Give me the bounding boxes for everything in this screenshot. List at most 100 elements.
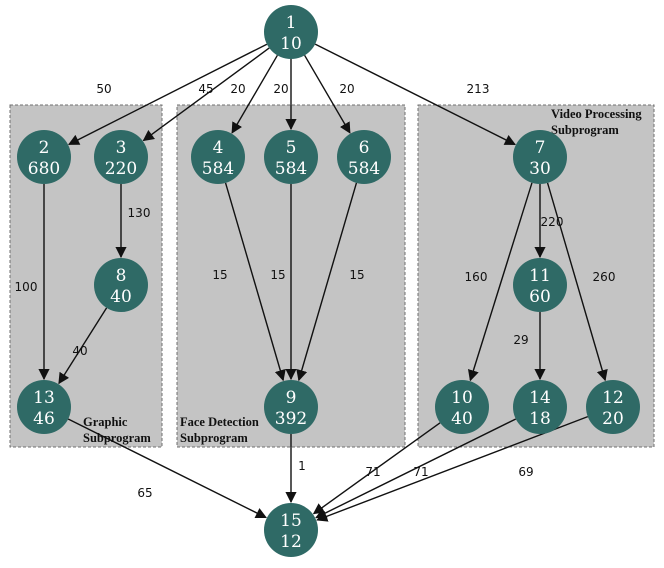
node-id-13: 13: [33, 388, 55, 408]
edge-7-to-10: [467, 182, 533, 382]
node-cost-5: 584: [275, 159, 307, 179]
edge-6-to-9: [296, 182, 358, 382]
edge-weight-12-to-15: 69: [518, 465, 533, 479]
edge-weight-9-to-15: 1: [298, 459, 306, 473]
node-cost-4: 584: [202, 159, 234, 179]
node-circle-11: [513, 258, 567, 312]
edge-4-to-9: [224, 182, 286, 382]
edge-weight-7-to-11: 220: [541, 215, 564, 229]
edge-weight-7-to-12: 260: [593, 270, 616, 284]
node-id-4: 4: [213, 138, 224, 158]
edge-weight-13-to-15: 65: [137, 486, 152, 500]
node-circle-4: [191, 130, 245, 184]
edge-weight-6-to-9: 15: [349, 268, 364, 282]
edge-weight-8-to-13: 40: [72, 344, 87, 358]
edge-weight-14-to-15: 71: [413, 465, 428, 479]
node-cost-12: 20: [602, 409, 624, 429]
node-id-10: 10: [451, 388, 473, 408]
edge-14-to-15: [315, 418, 517, 519]
node-circle-2: [17, 130, 71, 184]
edge-10-to-15: [312, 422, 441, 515]
node-1: 110: [264, 5, 318, 59]
node-id-11: 11: [529, 266, 551, 286]
node-id-6: 6: [359, 138, 370, 158]
node-cost-11: 60: [529, 287, 551, 307]
node-id-3: 3: [116, 138, 127, 158]
edge-weight-1-to-6: 20: [339, 82, 354, 96]
edge-weight-5-to-9: 15: [270, 268, 285, 282]
edge-weight-1-to-4: 20: [230, 82, 245, 96]
node-circle-14: [513, 380, 567, 434]
node-circle-15: [264, 503, 318, 557]
node-circle-3: [94, 130, 148, 184]
nodes-layer: 1102680322045845584658473084093921040116…: [17, 5, 640, 557]
edge-7-to-12: [546, 182, 608, 382]
edge-8-to-13: [58, 307, 108, 385]
edge-weight-1-to-5: 20: [273, 82, 288, 96]
node-circle-8: [94, 258, 148, 312]
edges-layer: [38, 43, 608, 522]
edge-1-to-6: [304, 54, 351, 134]
node-cost-15: 12: [280, 532, 302, 552]
edge-weight-1-to-2: 50: [96, 82, 111, 96]
edge-weight-1-to-7: 213: [467, 82, 490, 96]
node-id-2: 2: [39, 138, 50, 158]
node-circle-6: [337, 130, 391, 184]
edge-weight-10-to-15: 71: [365, 465, 380, 479]
node-id-14: 14: [529, 388, 551, 408]
node-cost-10: 40: [451, 409, 473, 429]
video-processing-subprogram-label: Video Processing Subprogram: [551, 107, 645, 137]
node-id-9: 9: [286, 388, 297, 408]
node-id-1: 1: [286, 13, 297, 33]
node-cost-3: 220: [105, 159, 137, 179]
node-circle-9: [264, 380, 318, 434]
node-cost-14: 18: [529, 409, 551, 429]
node-id-12: 12: [602, 388, 624, 408]
edge-weight-4-to-9: 15: [212, 268, 227, 282]
node-id-8: 8: [116, 266, 127, 286]
node-7: 730: [513, 130, 567, 184]
node-cost-8: 40: [110, 287, 132, 307]
edge-weight-1-to-3: 45: [198, 82, 213, 96]
node-id-15: 15: [280, 511, 302, 531]
edge-1-to-3: [142, 47, 270, 142]
node-8: 840: [94, 258, 148, 312]
edge-1-to-7: [314, 43, 516, 146]
node-cost-9: 392: [275, 409, 307, 429]
node-circle-5: [264, 130, 318, 184]
edge-1-to-2: [67, 43, 268, 145]
node-cost-1: 10: [280, 34, 302, 54]
edge-1-to-4: [231, 54, 278, 134]
edge-weight-11-to-14: 29: [513, 333, 528, 347]
node-id-7: 7: [535, 138, 546, 158]
node-circle-1: [264, 5, 318, 59]
edge-13-to-15: [67, 418, 267, 519]
node-cost-2: 680: [28, 159, 60, 179]
node-id-5: 5: [286, 138, 297, 158]
node-cost-13: 46: [33, 409, 55, 429]
node-circle-10: [435, 380, 489, 434]
node-cost-6: 584: [348, 159, 380, 179]
node-circle-7: [513, 130, 567, 184]
node-circle-13: [17, 380, 71, 434]
edge-weight-7-to-10: 160: [465, 270, 488, 284]
edge-weight-3-to-8: 130: [128, 206, 151, 220]
edge-weight-2-to-13: 100: [15, 280, 38, 294]
node-cost-7: 30: [529, 159, 551, 179]
node-circle-12: [586, 380, 640, 434]
face-detection-subprogram-label: Face Detection Subprogram: [180, 415, 262, 445]
